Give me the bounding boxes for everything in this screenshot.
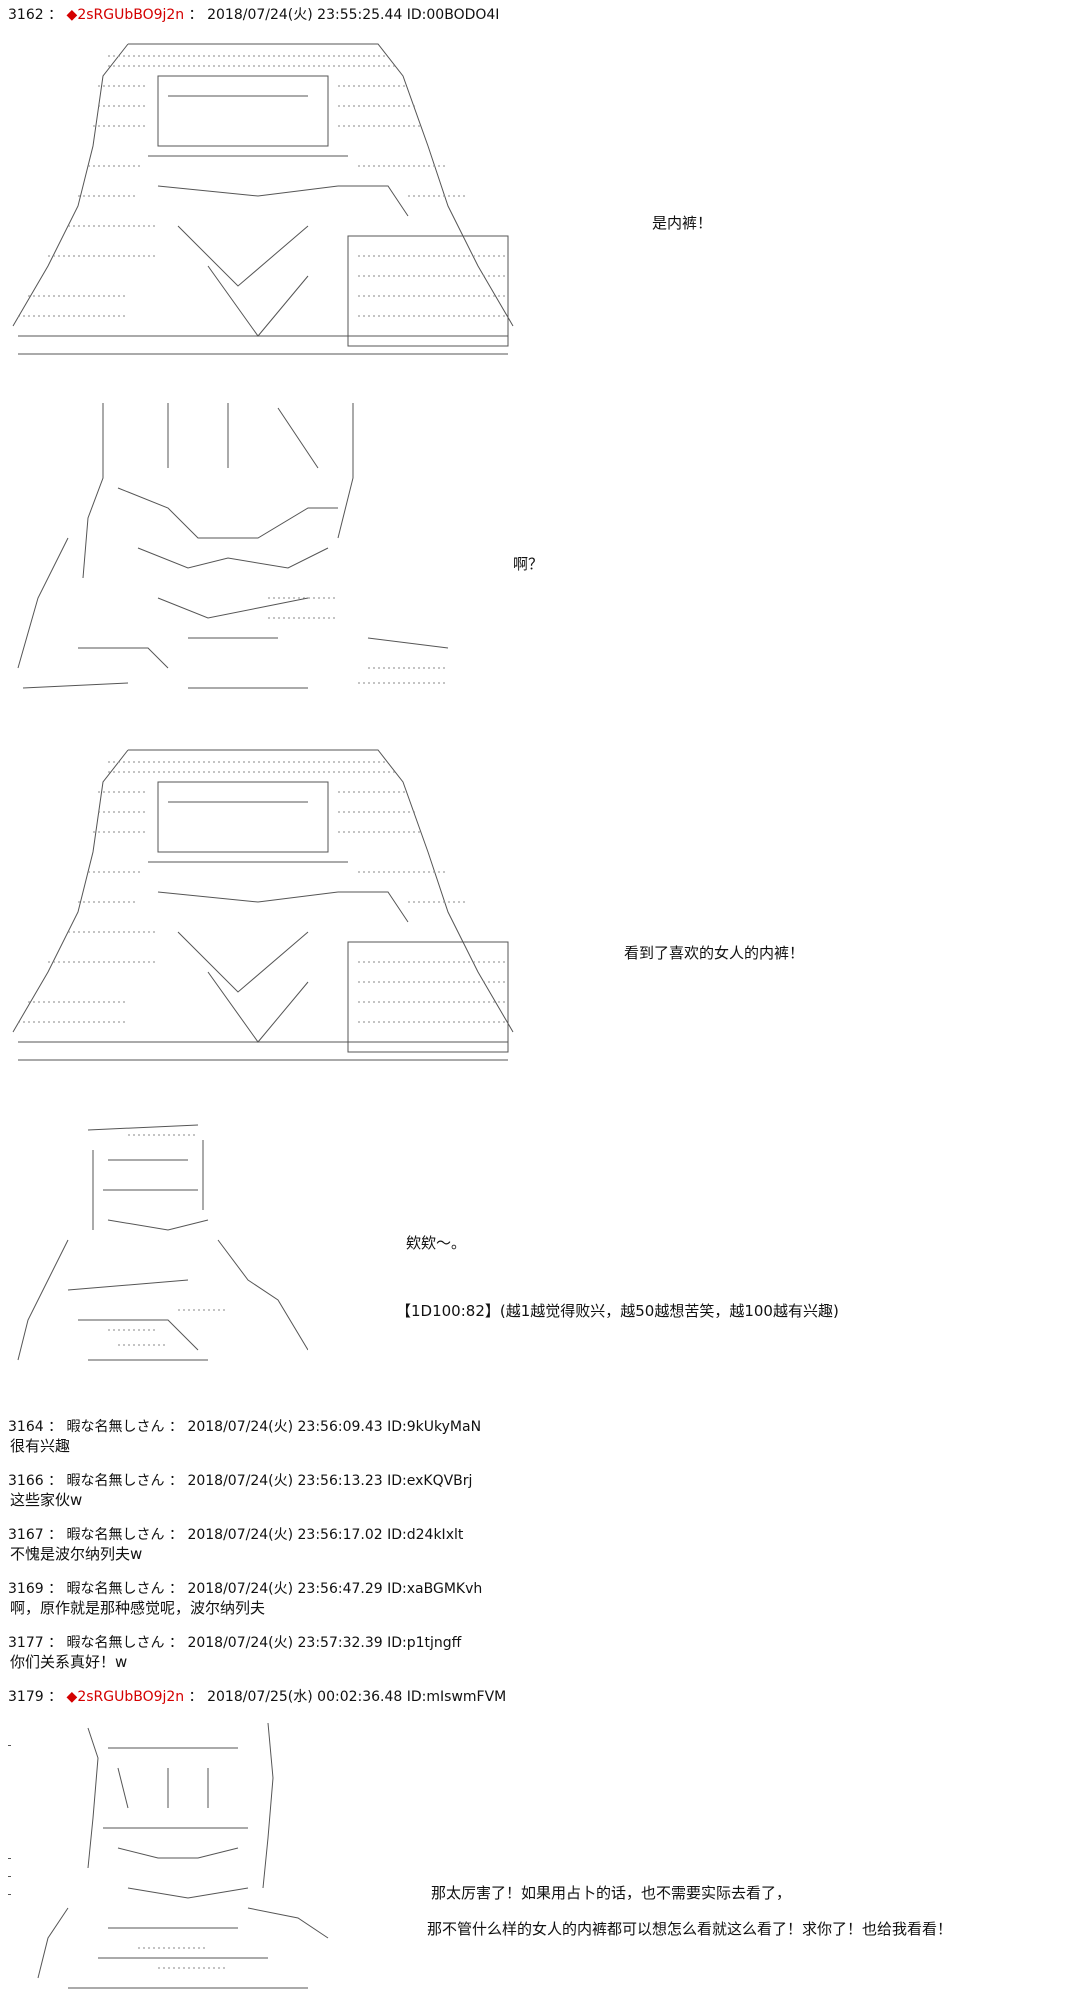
- poster-name[interactable]: 暇な名無しさん: [66, 1527, 165, 1543]
- post-datetime: 2018/07/24(火) 23:55:25.44: [207, 7, 403, 23]
- post-header-3162: 3162 ： ◆2sRGUbBO9j2n ： 2018/07/24(火) 23:…: [8, 7, 500, 23]
- post-id[interactable]: ID:00BODO4I: [406, 7, 500, 23]
- post-header-3179: 3179 ： ◆2sRGUbBO9j2n ： 2018/07/25(水) 00:…: [8, 1689, 507, 1705]
- ascii-art-character-4: [8, 1120, 308, 1370]
- post-datetime: 2018/07/24(火) 23:56:13.23: [187, 1473, 383, 1489]
- dialog-2: 啊？: [513, 555, 544, 573]
- ellipsis-dot: [8, 1894, 11, 1895]
- dialog-6: 那太厉害了！如果用占卜的话，也不需要实际去看了，: [431, 1884, 792, 1902]
- dialog-7: 那不管什么样的女人的内裤都可以想怎么看就这么看了！求你了！也给我看看！: [427, 1920, 953, 1938]
- post-body-3166: 这些家伙w: [10, 1491, 83, 1509]
- post-body-3167: 不愧是波尔纳列夫w: [10, 1545, 143, 1563]
- ellipsis-dot: [8, 1876, 11, 1877]
- poster-name[interactable]: 暇な名無しさん: [66, 1419, 165, 1435]
- dialog-3: 看到了喜欢的女人的内裤！: [624, 944, 805, 962]
- post-datetime: 2018/07/25(水) 00:02:36.48: [207, 1689, 403, 1705]
- post-header-3166: 3166 ： 暇な名無しさん ： 2018/07/24(火) 23:56:13.…: [8, 1473, 473, 1489]
- post-id[interactable]: ID:mIswmFVM: [406, 1689, 507, 1705]
- dialog-4: 欸欸～。: [406, 1234, 467, 1252]
- ascii-art-character-2: [8, 398, 468, 698]
- ellipsis-dot: [8, 1745, 11, 1746]
- dialog-1: 是内裤！: [652, 214, 713, 232]
- poster-name[interactable]: ◆2sRGUbBO9j2n: [66, 7, 185, 23]
- ascii-art-character-1: [8, 36, 518, 366]
- post-datetime: 2018/07/24(火) 23:56:09.43: [187, 1419, 383, 1435]
- post-header-3169: 3169 ： 暇な名無しさん ： 2018/07/24(火) 23:56:47.…: [8, 1581, 483, 1597]
- poster-name[interactable]: 暇な名無しさん: [66, 1581, 165, 1597]
- post-id[interactable]: ID:exKQVBrj: [387, 1473, 473, 1489]
- post-number: 3162: [8, 7, 44, 23]
- post-datetime: 2018/07/24(火) 23:56:17.02: [187, 1527, 383, 1543]
- ellipsis-dot: [8, 1858, 11, 1859]
- post-body-3164: 很有兴趣: [10, 1437, 71, 1455]
- post-header-3167: 3167 ： 暇な名無しさん ： 2018/07/24(火) 23:56:17.…: [8, 1527, 464, 1543]
- post-datetime: 2018/07/24(火) 23:57:32.39: [187, 1635, 383, 1651]
- post-body-3177: 你们关系真好！w: [10, 1653, 128, 1671]
- poster-name[interactable]: 暇な名無しさん: [66, 1635, 165, 1651]
- post-id[interactable]: ID:9kUkyMaN: [387, 1419, 482, 1435]
- poster-name[interactable]: 暇な名無しさん: [66, 1473, 165, 1489]
- post-id[interactable]: ID:xaBGMKvh: [387, 1581, 483, 1597]
- post-id[interactable]: ID:d24kIxlt: [387, 1527, 464, 1543]
- post-datetime: 2018/07/24(火) 23:56:47.29: [187, 1581, 383, 1597]
- dice-roll-result: 【1D100:82】(越1越觉得败兴，越50越想苦笑，越100越有兴趣): [396, 1302, 839, 1320]
- ascii-art-character-3: [8, 742, 518, 1072]
- poster-name[interactable]: ◆2sRGUbBO9j2n: [66, 1689, 185, 1705]
- post-body-3169: 啊，原作就是那种感觉呢，波尔纳列夫: [10, 1599, 266, 1617]
- ascii-art-character-5: [8, 1718, 348, 1998]
- post-id[interactable]: ID:p1tjngff: [387, 1635, 462, 1651]
- post-header-3177: 3177 ： 暇な名無しさん ： 2018/07/24(火) 23:57:32.…: [8, 1635, 462, 1651]
- post-header-3164: 3164 ： 暇な名無しさん ： 2018/07/24(火) 23:56:09.…: [8, 1419, 482, 1435]
